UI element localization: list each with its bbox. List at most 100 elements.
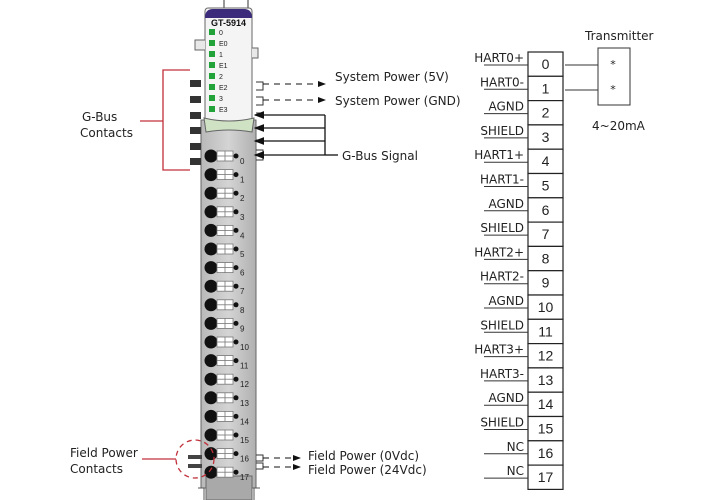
terminal-number: 0 bbox=[542, 56, 550, 72]
system-power-5v-label: System Power (5V) bbox=[335, 70, 449, 84]
channel-connector: 9 bbox=[204, 316, 245, 333]
terminal-number: 17 bbox=[538, 469, 554, 485]
field-power-24v-label: Field Power (24Vdc) bbox=[308, 463, 427, 477]
terminal-row: 5 HART1- bbox=[480, 173, 564, 199]
channel-connector: 17 bbox=[204, 465, 249, 482]
channel-number: 7 bbox=[240, 287, 245, 296]
terminal-number: 12 bbox=[538, 348, 554, 364]
terminal-row: 6 AGND bbox=[484, 197, 564, 223]
channel-number: 6 bbox=[240, 269, 245, 278]
terminal-row: 15 SHIELD bbox=[480, 416, 564, 442]
terminal-number: 13 bbox=[538, 372, 554, 388]
channel-connector: 5 bbox=[204, 242, 245, 259]
status-led bbox=[209, 62, 215, 68]
channel-connector: 13 bbox=[204, 391, 249, 408]
led-label: 2 bbox=[219, 74, 223, 81]
channel-number: 13 bbox=[240, 399, 249, 408]
terminal-signal-label: AGND bbox=[488, 391, 524, 405]
terminal-signal-label: SHIELD bbox=[480, 124, 524, 138]
channel-number: 2 bbox=[240, 194, 245, 203]
terminal-row: 13 HART3- bbox=[480, 367, 564, 393]
led-label: 0 bbox=[219, 30, 223, 37]
channel-connector: 7 bbox=[204, 279, 245, 296]
terminal-number: 16 bbox=[538, 445, 554, 461]
terminal-number: 11 bbox=[538, 323, 553, 339]
terminal-row: 0 HART0+ bbox=[474, 51, 564, 77]
gbus-pad bbox=[190, 127, 201, 134]
led-label: 3 bbox=[219, 96, 223, 103]
gbus-signal-label: G-Bus Signal bbox=[342, 149, 418, 163]
gbus-pad bbox=[190, 143, 201, 150]
terminal-number: 14 bbox=[538, 396, 554, 412]
terminal-number: 7 bbox=[542, 226, 550, 242]
channel-number: 15 bbox=[240, 436, 249, 445]
channel-number: 14 bbox=[240, 417, 249, 426]
channel-number: 16 bbox=[240, 455, 249, 464]
channel-connector: 3 bbox=[204, 205, 245, 222]
channel-number: 0 bbox=[240, 157, 245, 166]
terminal-number: 9 bbox=[542, 275, 550, 291]
terminal-signal-label: HART3- bbox=[480, 367, 524, 381]
terminal-signal-label: AGND bbox=[488, 100, 524, 114]
terminal-signal-label: HART2- bbox=[480, 270, 524, 284]
led-label: E2 bbox=[219, 85, 228, 92]
terminal-signal-label: AGND bbox=[488, 294, 524, 308]
terminal-signal-label: HART1+ bbox=[474, 148, 524, 162]
terminal-signal-label: HART0- bbox=[480, 75, 524, 89]
terminal-signal-label: SHIELD bbox=[480, 318, 524, 332]
gbus-contacts-label-line2: Contacts bbox=[80, 126, 133, 140]
module-header-bar bbox=[205, 9, 252, 18]
channel-connector: 6 bbox=[204, 261, 245, 278]
led-label: E0 bbox=[219, 41, 228, 48]
channel-number: 10 bbox=[240, 343, 249, 352]
terminal-row: 1 HART0- bbox=[480, 75, 564, 102]
terminal-row: 14 AGND bbox=[484, 391, 564, 418]
terminal-signal-label: HART0+ bbox=[474, 51, 524, 65]
terminal-signal-label: HART1- bbox=[480, 173, 524, 187]
gbus-pad bbox=[190, 80, 201, 87]
transmitter-pin-1: * bbox=[610, 58, 616, 71]
terminal-number: 6 bbox=[542, 202, 550, 218]
transmitter-current: 4~20mA bbox=[592, 119, 646, 133]
field-power-highlight-circle bbox=[175, 439, 215, 479]
terminal-signal-label: AGND bbox=[488, 197, 524, 211]
led-label: E1 bbox=[219, 63, 228, 70]
terminal-signal-label: SHIELD bbox=[480, 221, 524, 235]
channel-connector: 4 bbox=[204, 223, 245, 240]
terminal-signal-label: SHIELD bbox=[480, 416, 524, 430]
terminal-number: 1 bbox=[542, 80, 550, 96]
channel-number: 1 bbox=[240, 176, 245, 185]
channel-number: 11 bbox=[240, 362, 249, 371]
terminal-row: 10 AGND bbox=[484, 294, 564, 320]
transmitter-title: Transmitter bbox=[584, 29, 654, 43]
channel-connector: 0 bbox=[204, 149, 245, 166]
terminal-number: 15 bbox=[538, 421, 554, 437]
field-power-0v-label: Field Power (0Vdc) bbox=[308, 449, 419, 463]
transmitter-pin-2: * bbox=[610, 83, 616, 96]
gbus-pad bbox=[190, 112, 201, 119]
gbus-contacts-bracket bbox=[140, 69, 190, 171]
channel-connector: 11 bbox=[204, 354, 249, 371]
terminal-number: 10 bbox=[538, 299, 554, 315]
status-led bbox=[209, 95, 215, 101]
status-led bbox=[209, 40, 215, 46]
module-model: GT-5914 bbox=[211, 18, 246, 28]
terminal-signal-label: HART2+ bbox=[474, 245, 524, 259]
channel-number: 4 bbox=[240, 231, 245, 240]
terminal-number: 5 bbox=[542, 178, 550, 194]
channel-number: 9 bbox=[240, 324, 245, 333]
channel-connector: 8 bbox=[204, 298, 245, 315]
terminal-number: 8 bbox=[542, 250, 550, 266]
field-power-contacts-line1: Field Power bbox=[70, 446, 138, 460]
channel-number: 5 bbox=[240, 250, 245, 259]
led-label: 1 bbox=[219, 52, 223, 59]
